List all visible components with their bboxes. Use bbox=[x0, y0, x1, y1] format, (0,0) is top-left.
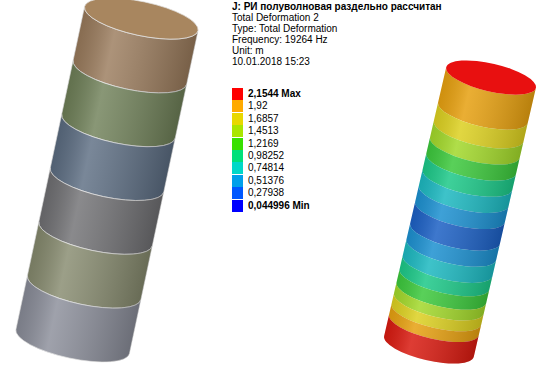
legend-value: 1,4513 bbox=[248, 125, 279, 136]
legend-swatch bbox=[232, 187, 243, 199]
legend-swatch bbox=[232, 138, 243, 150]
legend-value: 0,98252 bbox=[248, 150, 284, 161]
legend-value: 2,1544 Max bbox=[248, 88, 301, 99]
legend-swatch bbox=[232, 88, 243, 100]
legend-swatch bbox=[232, 175, 243, 187]
legend-swatch bbox=[232, 200, 243, 212]
legend-value: 1,92 bbox=[248, 100, 267, 111]
legend-value: 0,044996 Min bbox=[248, 200, 310, 211]
result-info: Type: Total Deformation bbox=[232, 23, 337, 34]
legend-swatch bbox=[232, 125, 243, 137]
legend-swatch bbox=[232, 113, 243, 125]
legend-swatch bbox=[232, 162, 243, 174]
legend-swatch bbox=[232, 150, 243, 162]
result-title: J: РИ полуволновая раздельно рассчитан bbox=[232, 1, 442, 12]
result-cylinder bbox=[381, 54, 539, 371]
legend-value: 0,51376 bbox=[248, 175, 284, 186]
legend-value: 0,27938 bbox=[248, 187, 284, 198]
geometry-cylinder bbox=[12, 0, 201, 370]
legend-value: 0,74814 bbox=[248, 162, 284, 173]
result-info: Unit: m bbox=[232, 45, 264, 56]
result-info: 10.01.2018 15:23 bbox=[232, 56, 310, 67]
result-info: Frequency: 19264 Hz bbox=[232, 34, 328, 45]
legend-value: 1,6857 bbox=[248, 113, 279, 124]
legend-swatch bbox=[232, 100, 243, 112]
legend-value: 1,2169 bbox=[248, 138, 279, 149]
result-info: Total Deformation 2 bbox=[232, 12, 319, 23]
